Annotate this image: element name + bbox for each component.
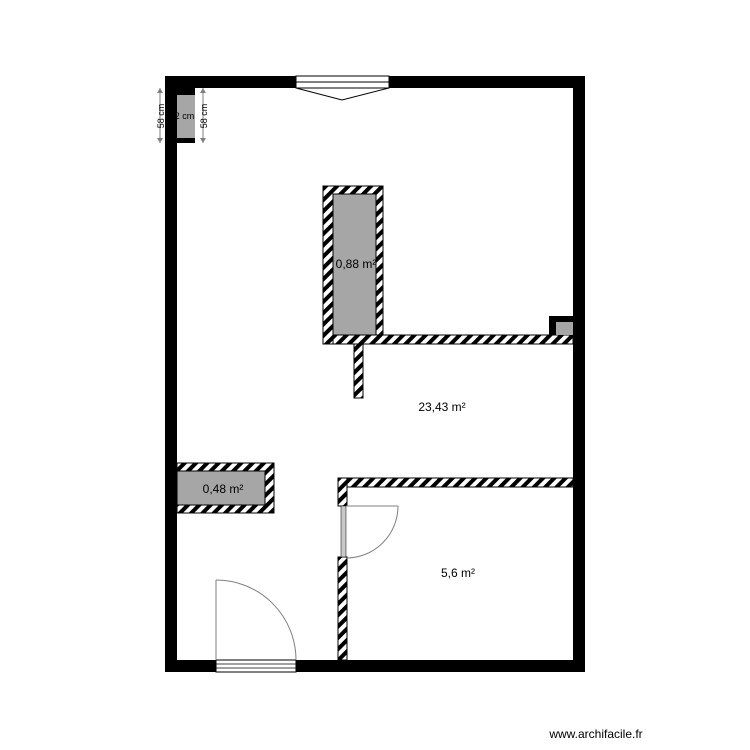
area-label-pillar-top: 0,88 m² [336, 257, 377, 271]
partition-small-room-left-lower [337, 556, 348, 661]
partition-small-room-left-upper [337, 477, 348, 507]
door-small-room [340, 505, 399, 559]
wall-bottom-right [296, 660, 585, 672]
area-label-pillar-left: 0,48 m² [203, 482, 244, 496]
watermark-text: www.archifacile.fr [548, 727, 642, 741]
wall-left [165, 76, 177, 672]
door-entrance [215, 579, 297, 673]
duct-right [549, 316, 573, 335]
duct-top-left [157, 88, 206, 143]
window-top [295, 75, 390, 101]
outer-walls [165, 76, 585, 672]
partition-upper [332, 334, 574, 345]
pillar-left [176, 462, 275, 514]
wall-top-right [389, 76, 585, 88]
dimension-right-label: 58 cm [199, 104, 209, 129]
area-label-main: 23,43 m² [418, 400, 465, 414]
pillar-top [322, 185, 384, 345]
wall-bottom-left [165, 660, 216, 672]
wall-top-left [165, 76, 296, 88]
dimension-center-label: 12 cm [170, 111, 195, 121]
partition-small-room-top [337, 477, 574, 488]
dimension-left-label: 58 cm [156, 104, 166, 129]
partition-stub [353, 343, 364, 399]
wall-right [573, 76, 585, 672]
area-label-small-room: 5,6 m² [441, 566, 475, 580]
